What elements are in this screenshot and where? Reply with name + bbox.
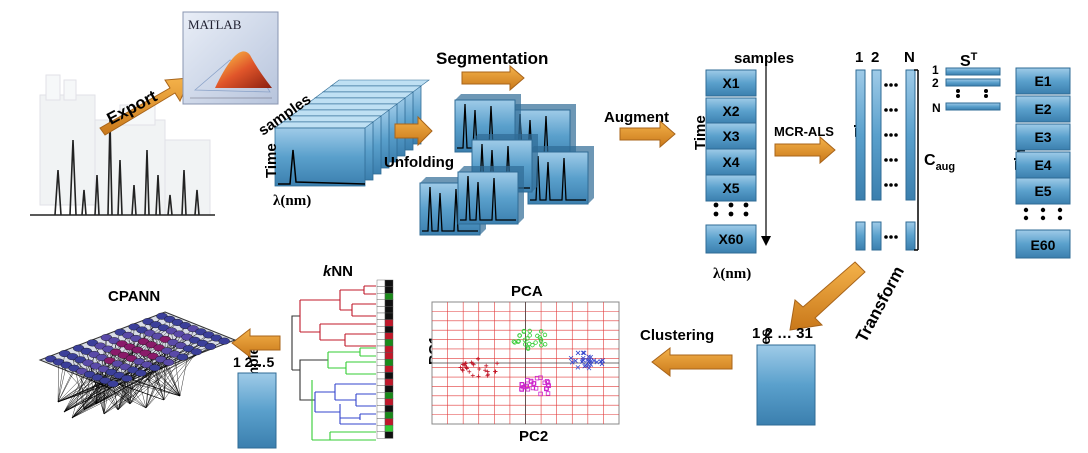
- transform-arrow: [789, 261, 866, 331]
- cube-lambda-label: λ(nm): [273, 193, 311, 209]
- c-aug-columns: [855, 69, 916, 251]
- x-block: [705, 224, 757, 254]
- x-block: [705, 148, 757, 176]
- cpann-title: CPANN: [108, 288, 160, 305]
- e-block: [1015, 95, 1071, 123]
- final-matrix-block: [237, 372, 277, 449]
- c-aug-column-tail: [871, 221, 882, 251]
- e-block: [1015, 177, 1071, 205]
- knn-class-strip: [376, 279, 394, 439]
- e-block-label: E60: [1031, 237, 1056, 253]
- c-aug-col-n-label: N: [904, 49, 915, 66]
- e-block-label: E1: [1034, 73, 1051, 89]
- st-rows: [945, 67, 1001, 111]
- e-block: [1015, 67, 1071, 95]
- x-block-label: X60: [719, 231, 744, 247]
- cpann-network: [38, 311, 237, 419]
- x-block-label: X2: [722, 103, 739, 119]
- pca-plot: [431, 301, 620, 425]
- x-block: [705, 69, 757, 97]
- matlab-logo-box: [182, 11, 279, 105]
- e-block-label: E5: [1034, 183, 1051, 199]
- pca-pc2-label: PC2: [519, 428, 548, 445]
- clustering-arrow: [651, 346, 733, 378]
- st-row-1-label: 1: [932, 63, 939, 77]
- x-block: [705, 122, 757, 150]
- st-row-n-label: N: [932, 101, 941, 115]
- x-block-label: X1: [722, 75, 739, 91]
- e-block: [1015, 123, 1071, 151]
- e-block-label: E3: [1034, 129, 1051, 145]
- st-label: ST: [960, 51, 978, 70]
- segmentation-arrow: [461, 64, 525, 92]
- pca-title: PCA: [511, 283, 543, 300]
- c-aug-col-1-label: 1: [855, 49, 863, 66]
- e-block: [1015, 151, 1071, 179]
- hplc-instrument-illustration: [39, 74, 211, 216]
- e-block: [1015, 229, 1071, 259]
- score-columns-label: 1 2 … 31: [752, 325, 813, 342]
- c-aug-col-2-label: 2: [871, 49, 879, 66]
- x-block-label: X3: [722, 128, 739, 144]
- mcr-als-arrow: [774, 135, 836, 165]
- augmented-samples-label: samples: [734, 50, 794, 67]
- augment-arrow: [619, 119, 676, 149]
- matlab-title: MATLAB: [188, 17, 242, 32]
- e-block-label: E4: [1034, 157, 1051, 173]
- final-columns-label: 1 2…5: [233, 354, 274, 370]
- cube-time-label: Time: [263, 143, 280, 178]
- e-block-label: E2: [1034, 101, 1051, 117]
- x-block-label: X5: [722, 180, 739, 196]
- segmented-panels: [419, 94, 594, 236]
- unfolding-label: Unfolding: [384, 154, 454, 171]
- clustering-label: Clustering: [640, 327, 714, 344]
- c-aug-column: [905, 69, 916, 201]
- score-matrix-block: [756, 344, 816, 426]
- c-aug-column: [871, 69, 882, 201]
- knn-dendrogram: [291, 285, 376, 441]
- data-cube-stack: [274, 79, 430, 187]
- knn-title: kNN: [323, 263, 353, 280]
- unfolding-arrow: [394, 115, 433, 147]
- cpann-arrow: [231, 327, 281, 359]
- chromatogram-peaks: [30, 119, 215, 216]
- c-aug-column-tail: [855, 221, 866, 251]
- x-block: [705, 97, 757, 125]
- augmented-lambda-label: λ(nm): [713, 266, 751, 282]
- augment-label: Augment: [604, 109, 669, 126]
- x-block: [705, 174, 757, 202]
- c-aug-label: Caug: [924, 152, 955, 173]
- c-aug-column-tail: [905, 221, 916, 251]
- cube-slice: [274, 127, 366, 187]
- augmented-axis-arrowhead: [761, 236, 771, 246]
- st-row-2-label: 2: [932, 76, 939, 90]
- augmented-time-label: Time: [692, 115, 709, 150]
- x-block-label: X4: [722, 154, 739, 170]
- mcr-als-label: MCR-ALS: [774, 124, 834, 139]
- c-aug-brace: [914, 69, 919, 251]
- segmentation-label: Segmentation: [436, 49, 548, 68]
- c-aug-column: [855, 69, 866, 201]
